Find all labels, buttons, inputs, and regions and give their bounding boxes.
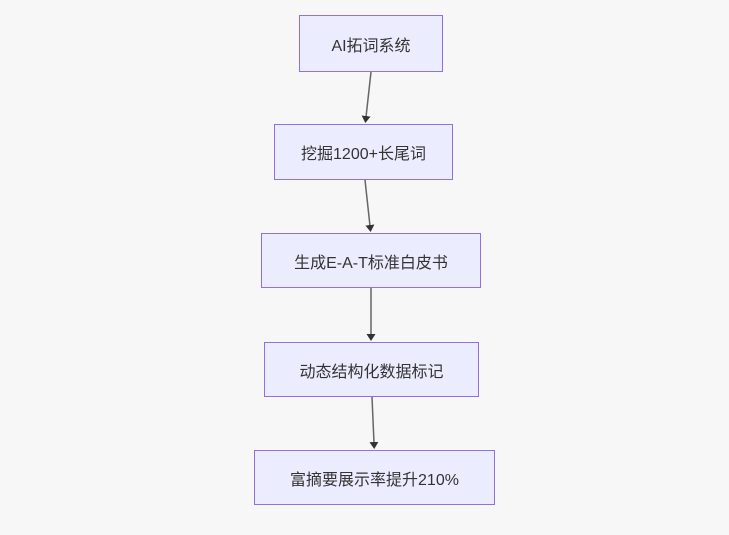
node-label: 生成E-A-T标准白皮书: [294, 254, 448, 272]
node-label: AI拓词系统: [331, 37, 411, 55]
node-eat-whitepaper: 生成E-A-T标准白皮书: [261, 233, 481, 288]
edge-b-c: [364, 179, 375, 232]
node-label: 挖掘1200+长尾词: [301, 146, 426, 163]
node-label: 动态结构化数据标记: [299, 363, 444, 381]
node-rich-snippet-result: 富摘要展示率提升210%: [254, 450, 495, 505]
node-label: 富摘要展示率提升210%: [290, 471, 459, 489]
node-longtail-mining: 挖掘1200+长尾词: [274, 124, 453, 180]
node-ai-keyword-system: AI拓词系统: [299, 15, 443, 72]
edge-a-b: [361, 71, 372, 123]
edge-d-e: [369, 396, 379, 449]
node-structured-data-markup: 动态结构化数据标记: [264, 342, 479, 397]
